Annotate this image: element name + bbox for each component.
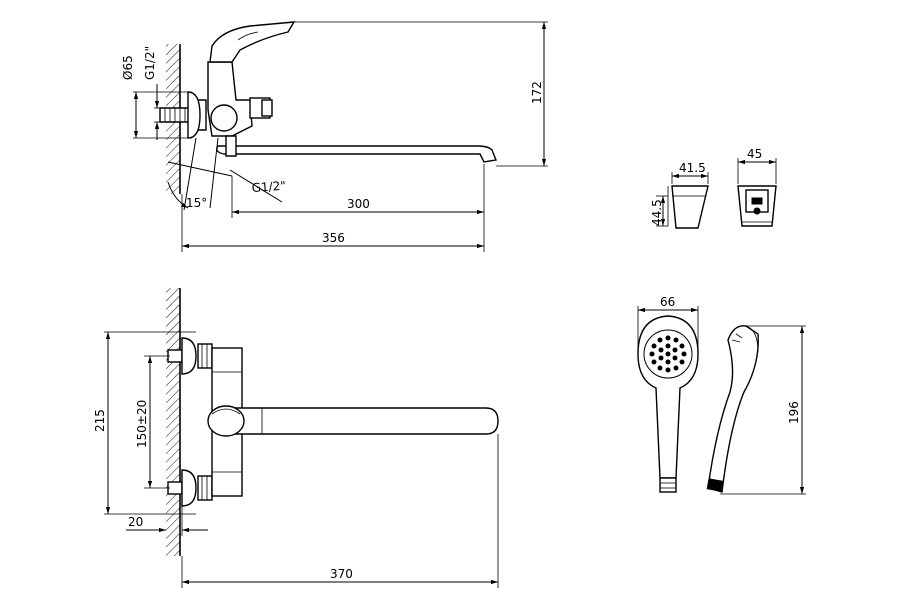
- front-length-label: 370: [330, 567, 353, 581]
- spout-reach-label: 300: [347, 197, 370, 211]
- shower-front: [637, 315, 699, 479]
- nozzle-pattern: [649, 335, 687, 373]
- wall-hatch-bottom: [166, 288, 180, 556]
- holder-width-side-label: 45: [747, 147, 762, 161]
- holder-width-front-label: 41.5: [679, 161, 706, 175]
- diverter-knob: [207, 405, 245, 437]
- holder-views: 41.5 44.5 45: [650, 147, 777, 229]
- thread-angle-label: G1/2": [251, 179, 286, 195]
- shower-side: [707, 325, 759, 493]
- front-view: 215 150±20 20 370: [93, 288, 499, 588]
- thread-top-label: G1/2": [143, 46, 157, 80]
- overall-length-label: 356: [322, 231, 345, 245]
- angle-label: 15°: [186, 196, 207, 210]
- lever-handle: [209, 21, 296, 63]
- side-view: 15° G1/2" Ø65 G1/2" 172 300 356: [121, 21, 548, 252]
- front-spout: [225, 407, 499, 435]
- height-label: 172: [530, 81, 544, 104]
- diameter-label: Ø65: [121, 55, 135, 80]
- hand-shower-views: 66 196: [637, 295, 806, 495]
- holder-side: [671, 185, 709, 229]
- offset-label: 20: [128, 515, 143, 529]
- front-height-label: 215: [93, 409, 107, 432]
- side-spout: [216, 145, 497, 163]
- escutcheon: [187, 91, 201, 139]
- head-diameter-label: 66: [660, 295, 675, 309]
- holder-height-label: 44.5: [650, 199, 664, 226]
- shower-length-label: 196: [787, 401, 801, 424]
- centers-label: 150±20: [135, 400, 149, 448]
